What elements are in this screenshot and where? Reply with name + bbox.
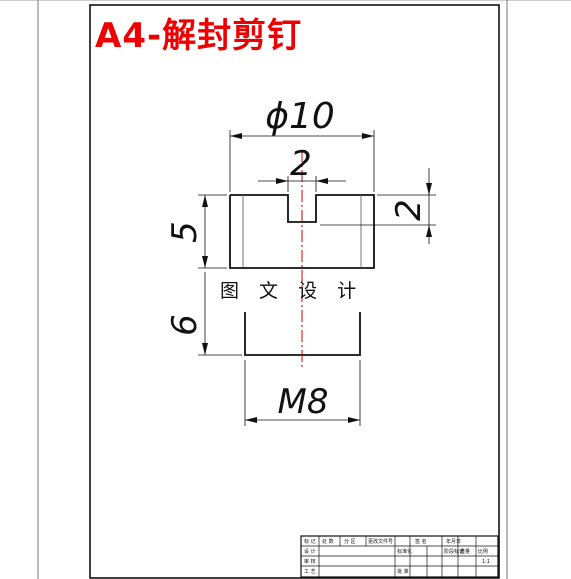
svg-text:比例: 比例 (478, 548, 488, 555)
dim-thread-length-arrow-bottom (202, 343, 208, 355)
dim-slot-width-arrow-left (276, 178, 288, 184)
svg-text:重量: 重量 (460, 548, 470, 555)
title-block-text: 标 记 处 数 分 区 更改文件号 签 名 年月日 设 计 标准化 阶段标记 重… (304, 538, 490, 575)
drawing-title: A4-解封剪钉 (95, 16, 303, 56)
dim-thread-arrow-right (348, 417, 360, 423)
dim-head-height-label: 5 (165, 221, 205, 243)
dim-thread-label: M8 (278, 382, 329, 422)
svg-text:设 计: 设 计 (304, 548, 316, 555)
drawing-frame (89, 4, 500, 579)
dim-diameter-arrow-left (230, 133, 242, 139)
watermark-text: 图 文 设 计 (220, 280, 364, 302)
dim-slot-width-arrow-right (316, 178, 328, 184)
dim-slot-depth-arrow-bottom (426, 225, 432, 237)
dim-slot-width-lines (258, 176, 346, 192)
svg-text:1:1: 1:1 (482, 559, 490, 565)
head-chamfer-lines (242, 195, 362, 268)
dim-diameter-lines (229, 130, 375, 192)
svg-text:批 准: 批 准 (397, 568, 409, 575)
title-block (300, 535, 499, 578)
dim-slot-width-label: 2 (290, 144, 312, 184)
svg-text:审 核: 审 核 (304, 558, 316, 565)
svg-text:处 数: 处 数 (322, 538, 334, 545)
svg-text:分 区: 分 区 (344, 538, 356, 545)
svg-text:工 艺: 工 艺 (304, 569, 316, 575)
dim-diameter-arrow-right (362, 133, 374, 139)
svg-text:标准化: 标准化 (397, 548, 412, 555)
dim-thread-length-label: 6 (165, 314, 205, 336)
dim-slot-depth-label: 2 (389, 199, 429, 221)
dim-head-height-lines (198, 194, 227, 269)
dim-thread-arrow-left (245, 417, 257, 423)
svg-text:签 名: 签 名 (415, 538, 427, 545)
dim-head-height-arrow-bottom (202, 256, 208, 268)
dim-slot-depth-arrow-top (426, 183, 432, 195)
dim-diameter-label: ϕ10 (265, 96, 335, 137)
svg-text:更改文件号: 更改文件号 (368, 538, 393, 545)
svg-text:年月日: 年月日 (446, 538, 461, 545)
svg-text:阶段标记: 阶段标记 (444, 548, 464, 555)
dim-thread-lines (244, 360, 361, 426)
dim-head-height-arrow-top (202, 195, 208, 207)
svg-text:标 记: 标 记 (304, 538, 316, 545)
part-head (229, 194, 375, 269)
dim-thread-length-lines (198, 272, 242, 356)
